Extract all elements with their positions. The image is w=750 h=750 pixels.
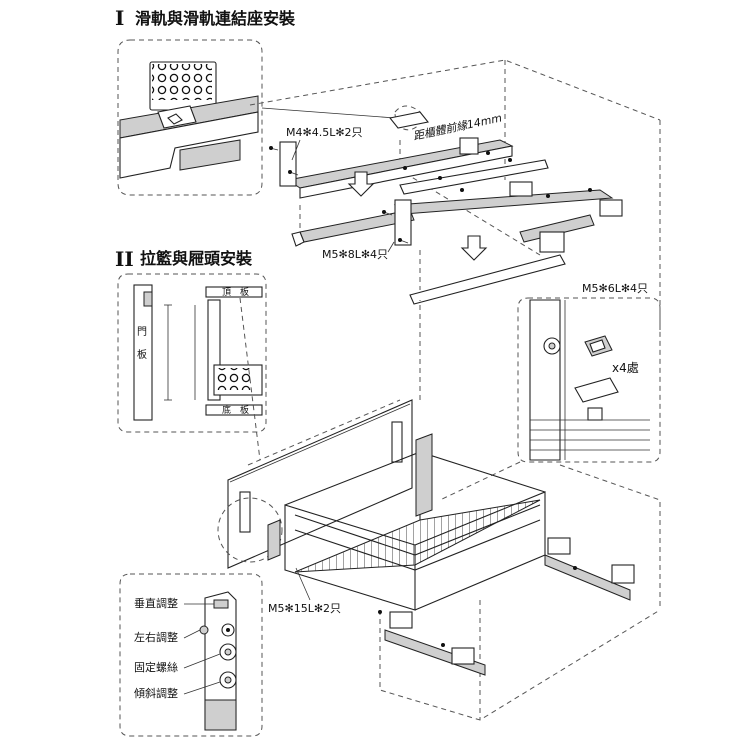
screw-label-a: M4✻4.5L✻2只 — [286, 126, 363, 139]
quantity-label: x4處 — [612, 361, 639, 375]
door-panel-char-2: 板 — [137, 348, 147, 361]
screw-label-b: M5✻8L✻4只 — [322, 248, 388, 261]
wire-basket — [267, 433, 546, 611]
screw-zoom-detail — [517, 297, 661, 463]
down-arrow-icon — [347, 171, 375, 197]
adjust-label-tilt: 傾斜調整 — [134, 686, 178, 700]
down-arrow-icon — [460, 235, 488, 261]
top-panel-label: 頂 板 — [222, 286, 249, 298]
adjust-label-vertical: 垂直調整 — [134, 596, 178, 610]
bottom-panel-label: 底 板 — [222, 404, 249, 416]
cabinet-section-2 — [239, 297, 661, 721]
drawer-rails — [378, 537, 635, 676]
adjust-label-fixing-screw: 固定螺絲 — [134, 660, 178, 674]
adjustment-detail — [119, 573, 263, 737]
adjust-label-lateral: 左右調整 — [134, 630, 178, 644]
rail-lower — [393, 137, 623, 305]
door-panel-char-1: 門 — [137, 326, 147, 338]
section-2-numeral: II — [115, 247, 134, 271]
rail-connector-detail — [117, 39, 263, 196]
screw-label-d: M5✻15L✻2只 — [268, 602, 341, 615]
section-1-numeral: I — [115, 6, 124, 30]
side-view-detail — [117, 273, 267, 433]
section-1-title: 滑軌與滑軌連結座安裝 — [135, 9, 296, 28]
bracket-circle-detail — [217, 497, 283, 563]
edge-note: 距櫃體前緣14mm — [412, 111, 503, 143]
screw-label-c: M5✻6L✻4只 — [582, 282, 648, 295]
screws-section-1 — [269, 146, 592, 244]
section-2-title: 拉籃與屜頭安裝 — [140, 249, 253, 268]
